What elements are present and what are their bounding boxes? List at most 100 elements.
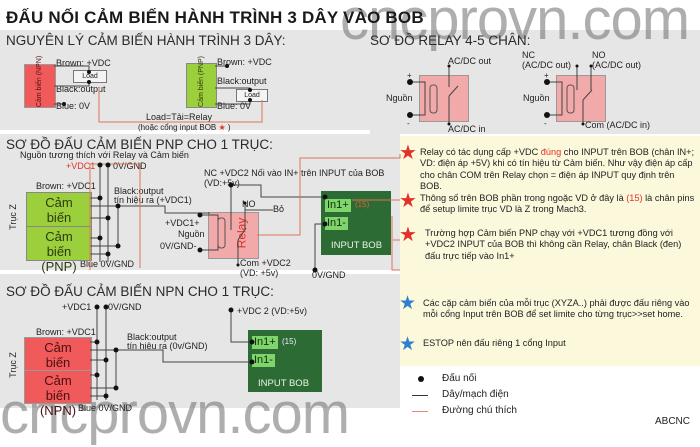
- relay5-nc-sub: (AC/DC out): [522, 60, 572, 70]
- relay4-in-label: AC/DC in: [448, 124, 486, 134]
- note-2-post: là chân pins để setup limite trục VD là …: [420, 193, 695, 215]
- pnp-nc-sub: (VD:+5v): [204, 178, 240, 188]
- principle-brown-npn: Brown: +VDC: [56, 58, 111, 68]
- npn-black-label: Black:output: [127, 332, 177, 342]
- npn-gnd-label: 0V/GND: [108, 302, 142, 312]
- npn-sensor-label: Cảm biến (NPN): [36, 55, 44, 108]
- page-title: ĐẤU NỐI CẢM BIẾN HÀNH TRÌNH 3 DÂY VÀO BO…: [6, 8, 424, 27]
- pnp-input-bob: In1+ (15) In1- INPUT BOB: [321, 191, 391, 255]
- pnp-brown-label: Brown: +VDC1: [36, 181, 96, 191]
- npn-bob-in1-minus: In1-: [252, 354, 275, 367]
- npn-bob-pin-number: (15): [282, 337, 297, 346]
- principle-black-pnp: Black:output: [217, 76, 267, 86]
- legend-black-line-icon: [412, 395, 428, 396]
- relay5-plus: +: [544, 71, 549, 80]
- pnp-sensor-2-label: Cảm biến (PNP): [41, 229, 77, 274]
- npn-black-sub: tín hiệu ra (0v/GND): [127, 341, 208, 351]
- npn-bob-label: INPUT BOB: [258, 378, 310, 389]
- relay4-plus: +: [407, 71, 412, 80]
- legend-black-line-label: Dây/mạch điện: [442, 389, 509, 400]
- legend-red-line-label: Đường chú thích: [442, 405, 517, 416]
- pnp-bob-pin-number: (15): [355, 200, 370, 209]
- principle-brown-pnp: Brown: +VDC: [217, 57, 272, 67]
- principle-blue-pnp: Blue: 0V: [217, 101, 252, 111]
- relay5-no-sub: (AC/DC out): [592, 60, 642, 70]
- relay5-box: [556, 75, 606, 122]
- note-2-highlight: (15): [626, 193, 643, 203]
- pnp-relay-power: Nguồn: [178, 229, 205, 239]
- load-note: Load=Tải=Relay: [146, 112, 213, 122]
- relay5-no-label: NO: [592, 50, 606, 60]
- pnp-bob-in1-minus: In1-: [325, 217, 348, 230]
- npn-heading: SƠ ĐỒ ĐẤU CẢM BIẾN NPN CHO 1 TRỤC:: [6, 284, 274, 299]
- relay5-power-label: Nguồn: [523, 93, 550, 103]
- pnp-com-sub: (VD: +5v): [240, 268, 279, 278]
- pnp-com-label: Com +VDC2: [240, 258, 291, 268]
- pnp-relay-label: Relay: [234, 217, 249, 249]
- credit: ABCNC: [655, 416, 691, 427]
- legend-dot-label: Đấu nối: [442, 373, 477, 384]
- pnp-sensor-2: Cảm biến (PNP): [26, 226, 92, 274]
- red-star-icon: ★: [399, 142, 417, 164]
- pnp-gnd-label: 0V/GND: [113, 161, 147, 171]
- npn-axis-label: Trục Z: [7, 352, 18, 378]
- blue-star-icon: ★: [399, 334, 417, 355]
- pnp-vdc1-label: +VDC1: [66, 161, 96, 171]
- pnp-bob-label: INPUT BOB: [331, 240, 383, 251]
- npn-vdc2-label: +VDC 2 (VD:+5v): [237, 306, 308, 316]
- load-box-pnp: Load: [236, 89, 268, 102]
- red-star-icon: ★: [399, 190, 417, 212]
- relay4-out-label: AC/DC out: [448, 56, 492, 66]
- relay5-minus: -: [544, 119, 547, 128]
- note-3-text: Trường hợp Cảm biến PNP chạy với +VDC1 t…: [425, 228, 682, 261]
- load-note-2-text: (hoặc cổng input BOB: [138, 123, 217, 132]
- notes-panel: [400, 136, 700, 366]
- relay-heading: SƠ ĐỒ RELAY 4-5 CHÂN:: [370, 33, 531, 48]
- npn-blue-label: Blue 0V/GND: [78, 403, 133, 413]
- pnp-heading: SƠ ĐỒ ĐẤU CẢM BIẾN PNP CHO 1 TRỤC:: [6, 137, 273, 152]
- note-3: Trường hợp Cảm biến PNP chạy với +VDC1 t…: [425, 228, 697, 262]
- principle-heading: NGUYÊN LÝ CẢM BIẾN HÀNH TRÌNH 3 DÂY:: [6, 33, 286, 48]
- principle-blue-npn: Blue: 0V: [56, 101, 91, 111]
- note-2: Thông số trên BOB phần trong ngoặc VD ở …: [420, 193, 696, 216]
- npn-bob-in1-plus: In1+: [252, 336, 278, 349]
- pnp-no-label: NO: [242, 199, 256, 209]
- relay5-com-label: Com (AC/DC in): [585, 120, 651, 130]
- red-star-icon: ★: [399, 224, 417, 246]
- note-1: Relay có tác dụng cấp +VDC đúng cho INPU…: [420, 147, 696, 192]
- note-4: Các cặp cảm biến của mỗi trục (XYZA..) p…: [423, 298, 690, 320]
- pnp-bob-gnd: 0V/GND: [312, 270, 346, 280]
- npn-input-bob: In1+ (15) In1- INPUT BOB: [248, 330, 322, 392]
- pnp-sensor-label: Cảm biến (PNP): [197, 56, 205, 107]
- pnp-subheading: Nguồn tương thích với Relay và Cảm biến: [20, 150, 189, 160]
- watermark-top: cncprovn.com: [340, 0, 690, 52]
- npn-sensor-1: Cảm biến (NPN): [24, 337, 92, 385]
- load-note-2-end: ): [227, 123, 231, 132]
- relay4-minus: -: [407, 119, 410, 128]
- note-5: ESTOP nên đấu riêng 1 cổng Input: [423, 338, 566, 348]
- blue-star-icon: ★: [399, 293, 417, 314]
- note-1-post: cho INPUT trên BOB (chân IN+; VD: điện á…: [420, 147, 695, 191]
- principle-black-npn: Black:output: [56, 84, 106, 94]
- relay5-nc-label: NC: [522, 50, 535, 60]
- pnp-bob-in1-plus: In1+: [325, 199, 351, 212]
- npn-brown-label: Brown: +VDC1: [36, 327, 96, 337]
- npn-sensor-2: Cảm biến (NPN): [24, 370, 92, 418]
- pnp-axis-label: Trục Z: [7, 204, 18, 230]
- pnp-nc-label: NC +VDC2 Nối vào IN+ trên INPUT của BOB: [204, 168, 385, 178]
- red-star-icon: ★: [218, 123, 226, 132]
- note-2-pre: Thông số trên BOB phần trong ngoặc VD ở …: [420, 193, 627, 203]
- pnp-sensor-1: Cảm biến (PNP): [26, 192, 92, 240]
- npn-sensor-2-label: Cảm biến (NPN): [39, 373, 77, 418]
- note-1-pre: Relay có tác dụng cấp +VDC: [420, 147, 541, 157]
- pnp-relay-vdc1: +VDC1+: [165, 218, 200, 228]
- load-box-npn: Load: [73, 70, 107, 83]
- npn-vdc1-label: +VDC1: [62, 302, 92, 312]
- legend-red-line-icon: [412, 411, 428, 412]
- load-note-2: (hoặc cổng input BOB ★ ): [138, 123, 231, 132]
- relay4-power-label: Nguồn: [386, 93, 413, 103]
- pnp-bo-label: Bỏ: [273, 204, 285, 214]
- pnp-black-sub: tín hiệu ra (+VDC1): [114, 195, 192, 205]
- legend-dot-icon: [418, 376, 424, 382]
- relay4-box: [419, 75, 469, 122]
